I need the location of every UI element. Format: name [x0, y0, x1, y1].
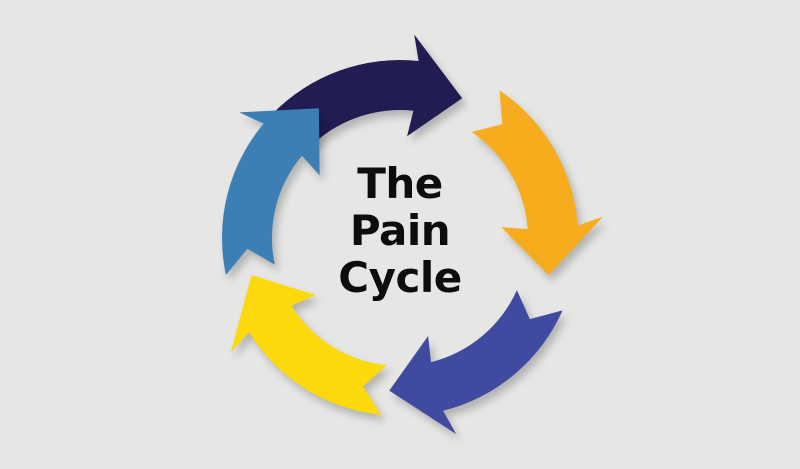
arrow-yellow — [230, 275, 387, 415]
title-line-2: Pain — [349, 206, 451, 255]
arrow-steel-blue — [222, 108, 320, 275]
diagram-title: The Pain Cycle — [300, 160, 500, 301]
title-line-3: Cycle — [338, 253, 462, 302]
arrow-indigo — [389, 290, 563, 435]
title-line-1: The — [357, 159, 443, 208]
arrow-orange — [471, 90, 603, 276]
arrow-navy — [272, 34, 463, 150]
